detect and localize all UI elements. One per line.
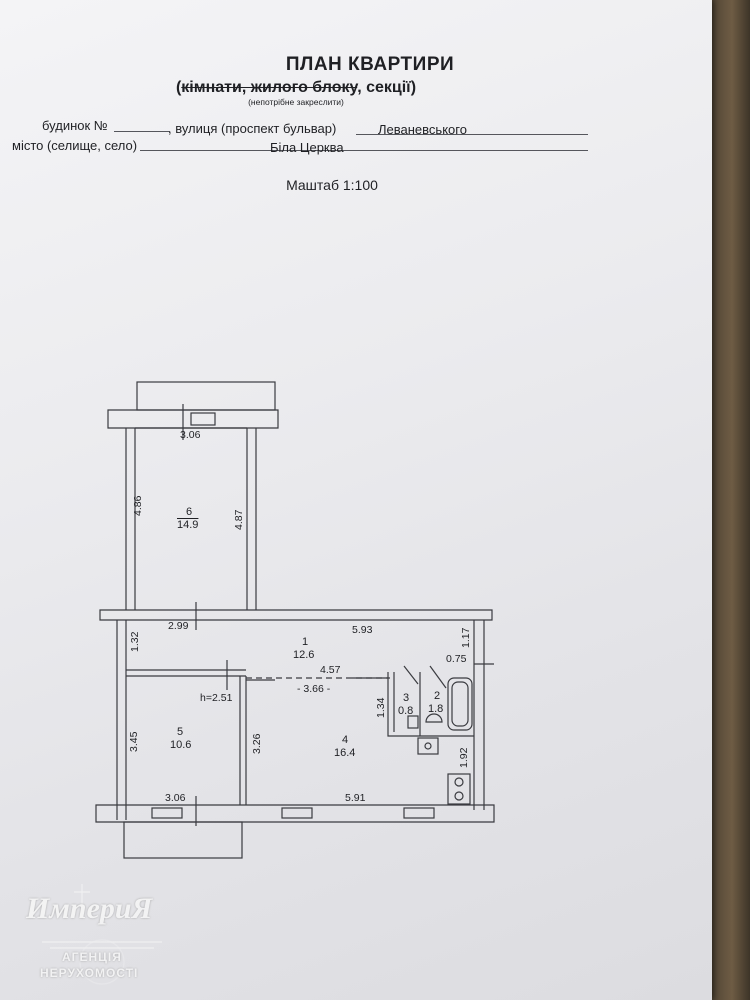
building-number-line — [114, 131, 170, 132]
ceiling-height: h=2.51 — [200, 692, 233, 704]
dim-corridor-right: 5.93 — [352, 624, 373, 636]
dim-room6-left: 4.86 — [132, 495, 144, 516]
agency-watermark: ИмпериЯ АГЕНЦІЯ НЕРУХОМОСТІ — [22, 882, 192, 992]
dim-bath-width: 0.75 — [446, 653, 467, 665]
street-value: Леваневського — [378, 122, 467, 137]
dim-room6-right: 4.87 — [233, 509, 245, 530]
dim-kitchen-right: 1.92 — [458, 747, 470, 768]
window-bottom-2 — [281, 807, 313, 819]
wc-fixture — [407, 715, 419, 729]
subtitle-close: ) — [410, 79, 417, 96]
watermark-emblem-icon — [42, 884, 162, 985]
room4-number: 4 — [342, 734, 349, 746]
dim-wc-height: 1.34 — [375, 697, 387, 718]
subtitle-open: ( — [175, 79, 182, 96]
room2-area: 1.8 — [428, 703, 444, 715]
window-bottom-3 — [403, 807, 435, 819]
dim-corridor-right-height: 1.17 — [460, 627, 472, 648]
dim-corridor-height: 1.32 — [129, 631, 141, 652]
document-subtitle: (кімнати, жилого блоку, секції) — [0, 79, 592, 97]
dim-room5-bottom: 3.06 — [165, 792, 186, 804]
strike-note: (непотрібне закреслити) — [248, 97, 344, 107]
city-line — [140, 150, 588, 151]
wc-walls — [387, 672, 474, 737]
right-wall — [473, 620, 485, 810]
watermark-brand: ИмпериЯ — [26, 892, 153, 925]
dim-room4-bottom: 5.91 — [345, 792, 366, 804]
kitchen-sink — [417, 737, 439, 755]
dim-room4-left: 3.26 — [251, 733, 263, 754]
dim-room6-top: 3.06 — [180, 429, 201, 441]
room3-area: 0.8 — [398, 705, 414, 717]
room1-area: 12.6 — [293, 649, 315, 661]
room6-walls — [125, 428, 257, 610]
scale-label: Маштаб 1:100 — [286, 177, 378, 193]
left-wall — [116, 620, 127, 820]
floor-plan — [95, 381, 495, 859]
street-line — [356, 134, 588, 135]
building-label: будинок № — [42, 118, 108, 133]
dim-inner-wall: 4.57 — [320, 664, 341, 676]
street-label: , вулиця (проспект бульвар) — [168, 121, 337, 136]
window-top — [190, 412, 216, 426]
bathtub — [447, 677, 473, 731]
watermark-line1: АГЕНЦІЯ — [62, 950, 122, 964]
document-sheet: ПЛАН КВАРТИРИ (кімнати, жилого блоку, се… — [0, 0, 712, 1000]
dim-corridor-left: 2.99 — [168, 620, 189, 632]
watermark-line2: НЕРУХОМОСТІ — [40, 966, 139, 980]
room4-area: 16.4 — [334, 747, 356, 759]
balcony-top — [136, 381, 276, 411]
room6-area: 14.9 — [177, 519, 199, 531]
room5-number: 5 — [177, 726, 184, 738]
city-value: Біла Церква — [270, 140, 344, 155]
middle-wall — [99, 609, 493, 621]
balcony-bottom — [123, 821, 243, 859]
sink-fixture — [425, 713, 443, 723]
subtitle-mid: , секції — [357, 79, 411, 96]
room5-right-wall — [239, 676, 247, 805]
dim-inner-span: - 3.66 - — [297, 683, 331, 695]
room3-number: 3 — [403, 692, 410, 704]
window-bottom-1 — [151, 807, 183, 819]
room2-number: 2 — [434, 690, 441, 702]
top-wall — [107, 409, 279, 429]
dim-room5-height: 3.45 — [128, 731, 140, 752]
bottom-wall — [95, 804, 495, 823]
room5-top-wall — [126, 669, 246, 677]
room6-number: 6 — [186, 506, 193, 518]
stove — [447, 773, 471, 805]
room1-number: 1 — [302, 636, 309, 648]
document-title: ПЛАН КВАРТИРИ — [285, 54, 455, 75]
city-label: місто (селище, село) — [12, 138, 138, 153]
subtitle-struck-text: кімнати, жилого блоку — [181, 79, 358, 96]
room5-area: 10.6 — [170, 739, 192, 751]
